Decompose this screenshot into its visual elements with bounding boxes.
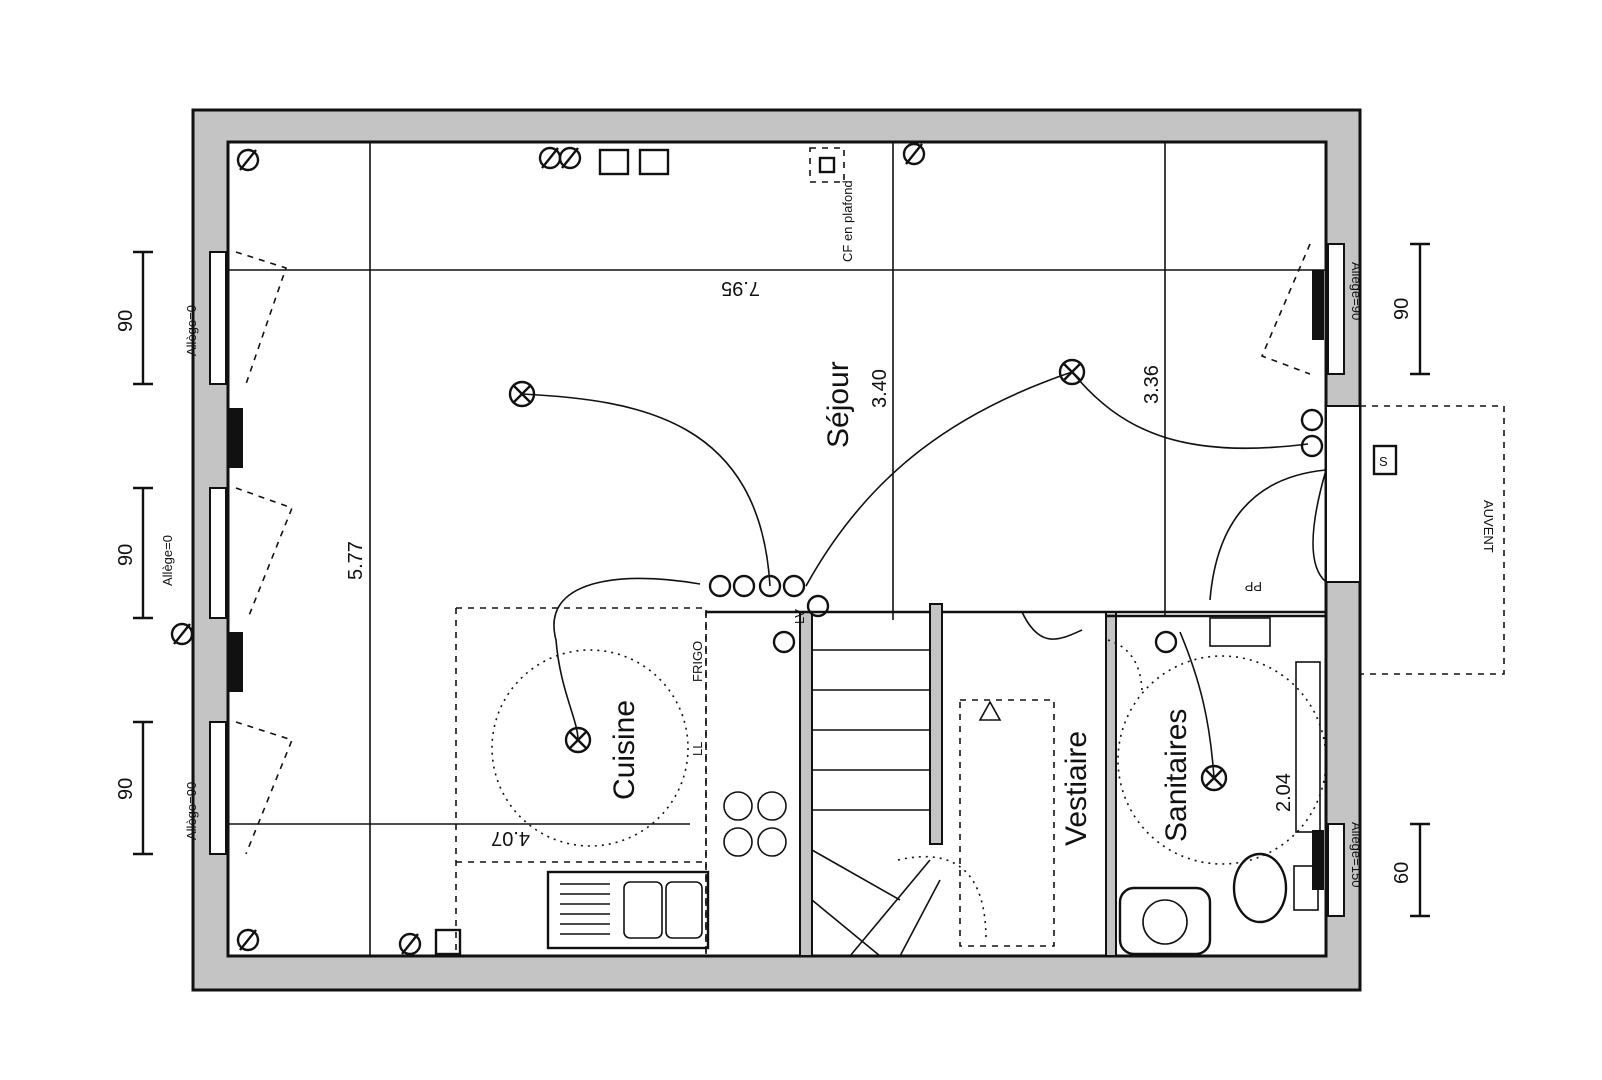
allege-left-2: Allège=0 [160,535,175,586]
ceiling-light-icon [1058,358,1086,386]
outlet-icon [236,148,260,172]
bathroom-fixtures [1117,617,1327,956]
exterior-walls [191,108,1362,992]
dim-5-77: 5.77 [345,541,367,580]
allege-left-1: Allège=0 [184,305,199,356]
left-windows [209,251,243,855]
outlet-icon [170,622,194,646]
window-swings [235,243,1311,855]
outlet-icon [398,932,422,956]
dim-left-window-1: 90 [115,310,137,332]
room-label-sanitaires: Sanitaires [1160,709,1193,842]
door-swings [897,469,1327,941]
dim-left-window-3: 90 [115,778,137,800]
dim-right-window-2: 60 [1391,862,1413,884]
label-auvent: AUVENT [1481,500,1496,553]
kitchen-sink [546,870,710,950]
outlet-icon [558,146,582,170]
dim-3-36: 3.36 [1141,365,1163,404]
ceiling-light-icon [1200,764,1228,792]
light-points [508,358,1228,792]
staircase [811,649,941,957]
dim-4-07: 4.07 [491,827,530,849]
dim-left-window-2: 90 [115,544,137,566]
dimension-lines [228,142,1326,956]
outlet-symbols [170,142,926,956]
label-ll: LL [690,742,705,756]
auvent-outline [1359,405,1505,675]
allege-right-2: Allège=150 [1349,822,1364,887]
dim-7-95: 7.95 [721,277,760,299]
wiring [521,371,1309,779]
dim-2-04: 2.04 [1273,773,1295,812]
room-label-sejour: Séjour [822,361,855,448]
ceiling-light-icon [508,380,536,408]
room-label-cuisine: Cuisine [608,700,641,800]
label-lv: LV [792,609,807,624]
dim-3-40: 3.40 [869,369,891,408]
panel-symbols [434,147,1398,956]
outlet-icon [538,146,562,170]
outlet-icon [236,928,260,952]
label-cf: CF en plafond [840,180,855,262]
right-openings [1312,243,1361,917]
allege-right-1: Allège=90 [1349,262,1364,320]
interior-partitions [706,603,1326,957]
label-s: S [1379,454,1388,469]
hob [723,791,787,857]
switch-cluster [708,408,1324,654]
dim-right-window-1: 90 [1391,298,1413,320]
allege-left-3: Allège=90 [184,782,199,840]
right-dimension-ticks [1410,242,1430,918]
left-dimension-ticks [133,250,153,856]
vestiaire-zone [959,699,1055,947]
label-frigo: FRIGO [690,641,705,682]
room-label-vestiaire: Vestiaire [1060,731,1093,846]
kitchen-zones [455,607,707,956]
outlet-icon [902,142,926,166]
label-pp: PP [1245,579,1262,594]
ceiling-light-icon [564,726,592,754]
